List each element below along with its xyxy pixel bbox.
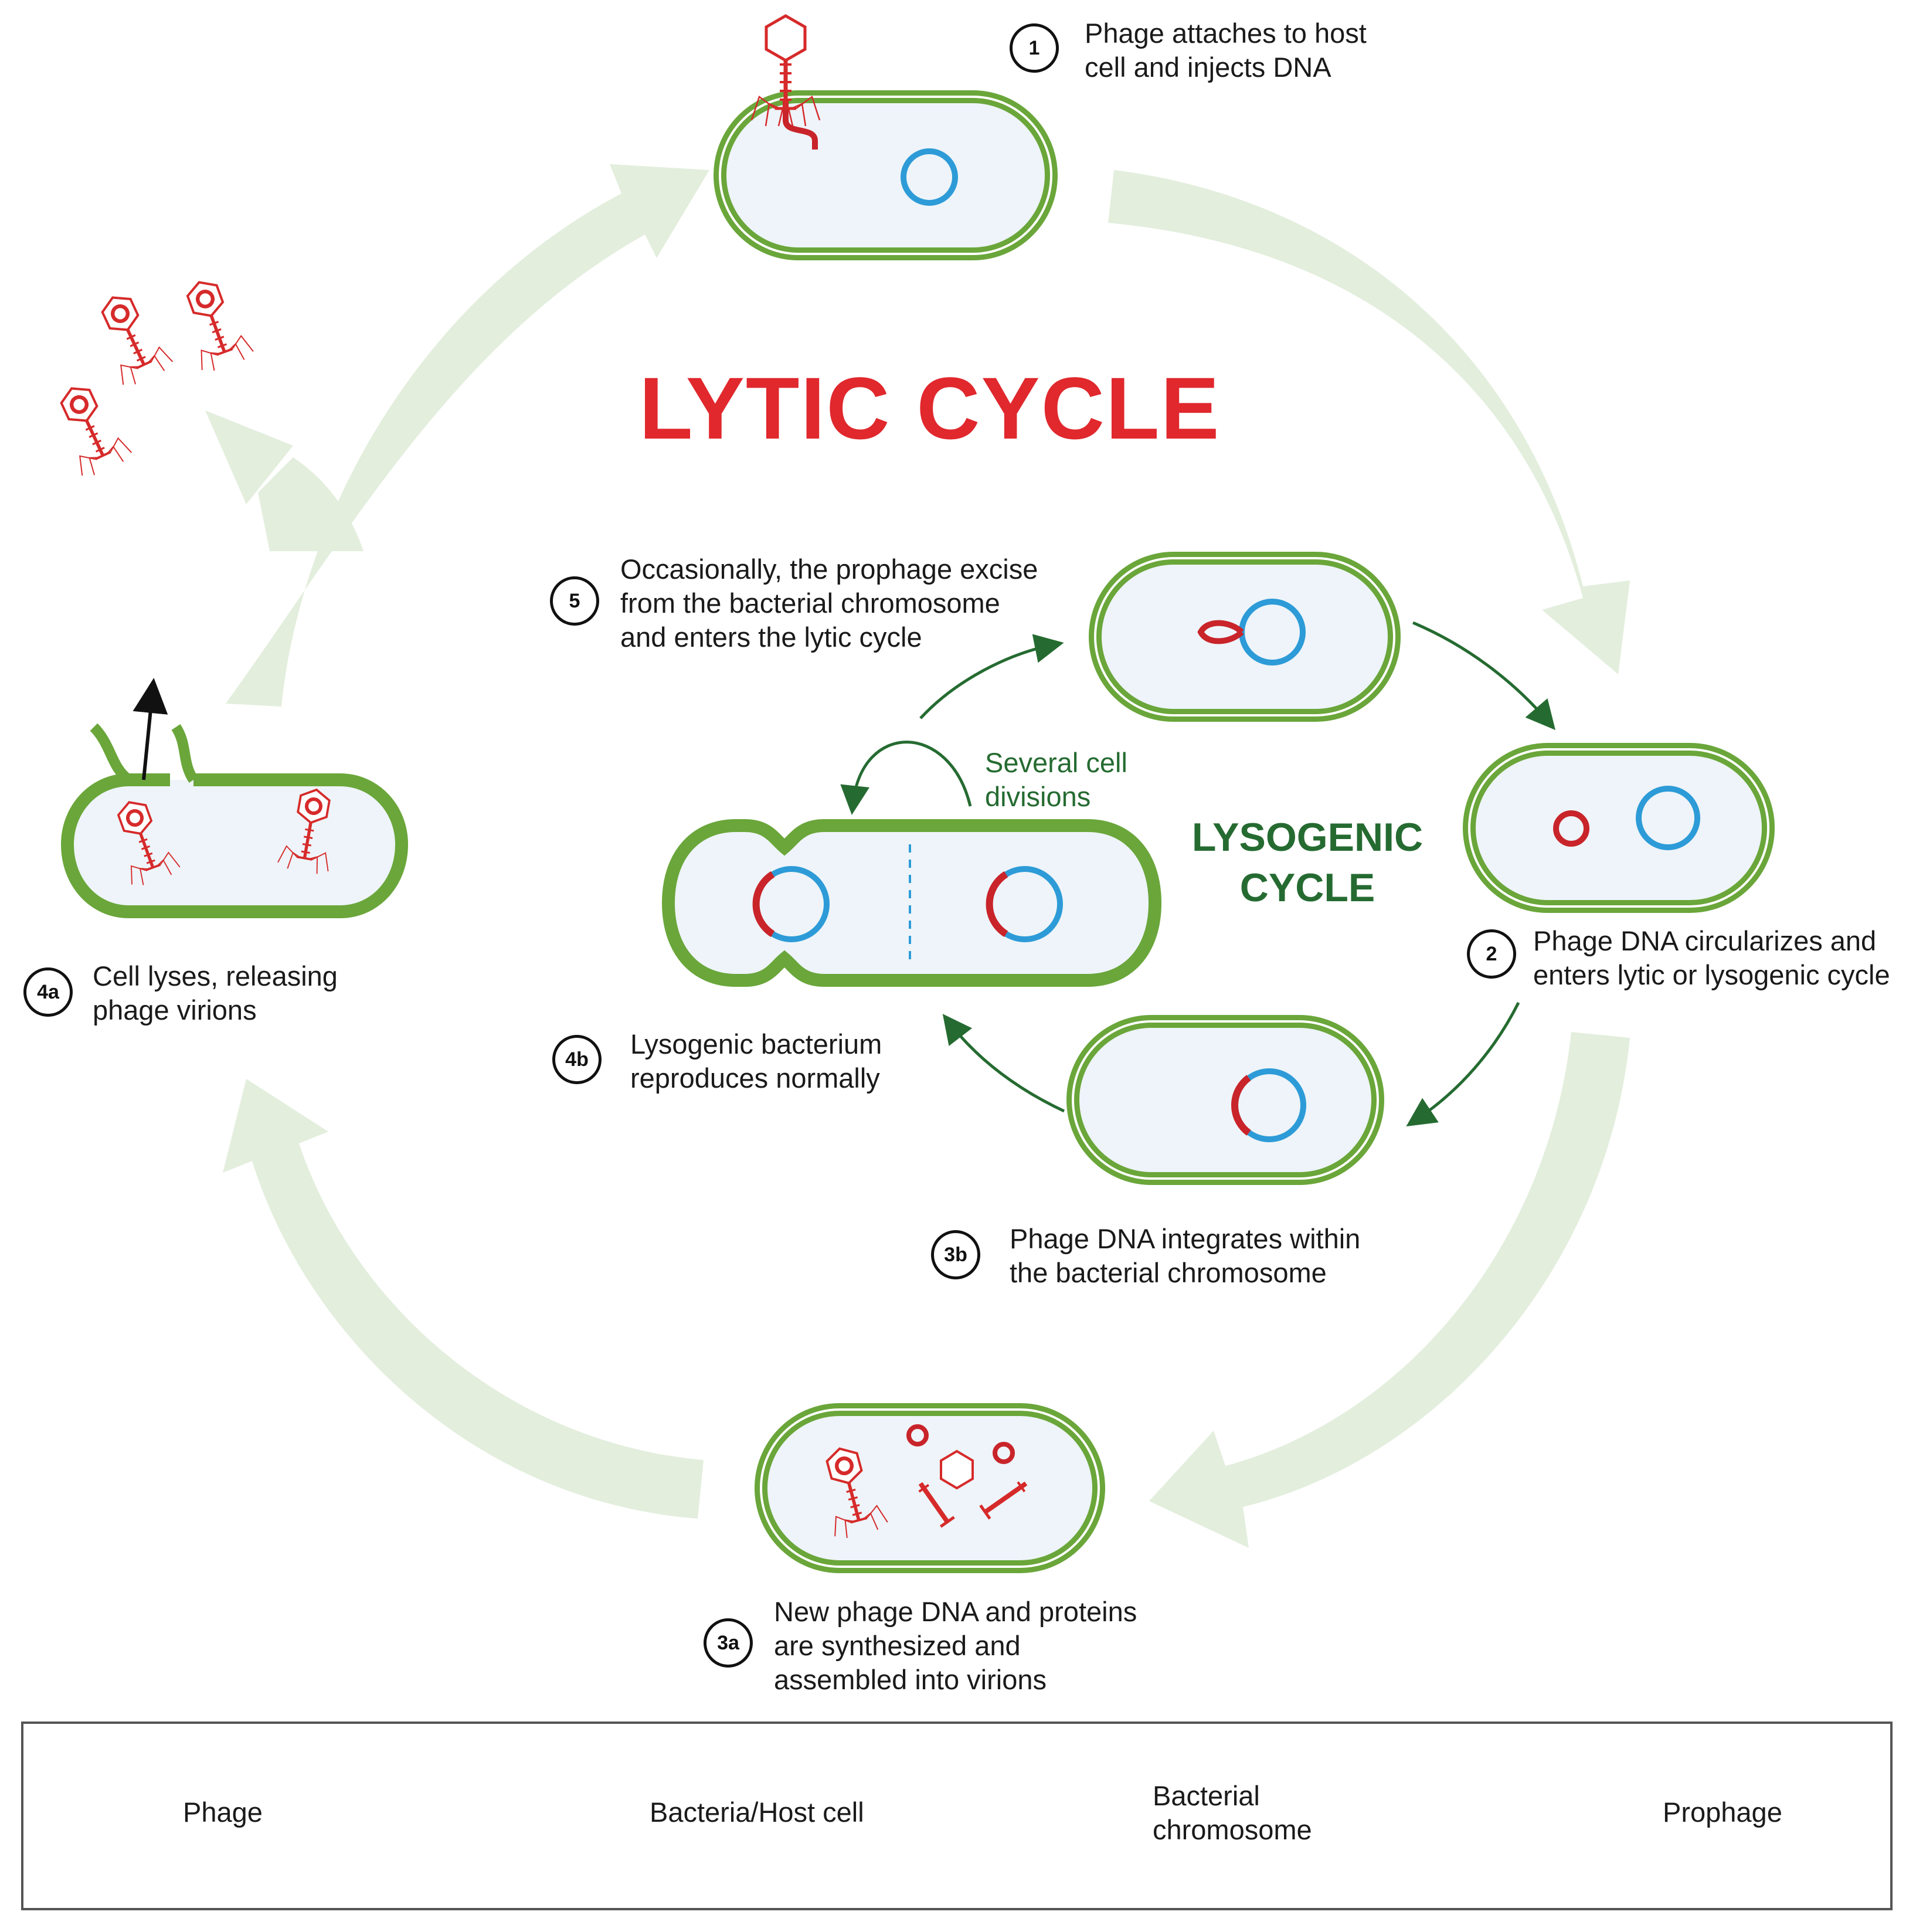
circularized-phage-dna <box>1553 810 1589 847</box>
arrow-1-to-2 <box>1108 170 1630 674</box>
step-1-label: Phage attaches to host cell and injects … <box>1085 16 1367 84</box>
cell-divisions-line: Several cell <box>985 747 1127 778</box>
lysogenic-arrows <box>840 621 1556 1127</box>
cell-step-4b <box>661 819 1162 987</box>
arrow-3a-to-4a <box>223 1079 704 1519</box>
step-4a-label: Cell lyses, releasing phage virions <box>93 959 338 1027</box>
lytic-cycle-arrows <box>205 164 1630 1548</box>
step-3b-badge: 3b <box>931 1230 980 1279</box>
cell-step-4a <box>60 678 409 918</box>
legend-chromosome-line: chromosome <box>1153 1814 1312 1845</box>
step-4b-line: reproduces normally <box>630 1062 880 1094</box>
free-phage-icon <box>88 286 175 389</box>
bacterial-chromosome <box>901 148 958 206</box>
arrow-5-to-2 <box>1412 621 1556 731</box>
step-3a-line: New phage DNA and proteins <box>774 1596 1137 1627</box>
step-2-badge: 2 <box>1467 929 1516 979</box>
cell-step-3b <box>1066 1015 1384 1185</box>
legend-host-label: Bacteria/Host cell <box>650 1797 864 1828</box>
lysogenic-title-line: CYCLE <box>1239 865 1375 910</box>
step-5-label: Occasionally, the prophage excise from t… <box>620 552 1038 654</box>
arrow-3b-to-4b <box>942 1014 1065 1113</box>
legend-chromosome-line: Bacterial <box>1153 1780 1260 1811</box>
arrow-4b-to-5 <box>919 634 1064 719</box>
step-4a-line: phage virions <box>93 994 257 1026</box>
legend-chromosome-label: Bacterial chromosome <box>1153 1779 1312 1847</box>
integrated-prophage <box>1231 1075 1251 1136</box>
step-4b-badge: 4b <box>552 1035 602 1084</box>
injected-phage-dna <box>783 99 818 150</box>
step-4a-line: Cell lyses, releasing <box>93 960 338 992</box>
step-3b-line: Phage DNA integrates within <box>1010 1223 1361 1254</box>
free-phage-icon <box>47 377 134 480</box>
integrated-prophage <box>752 871 775 938</box>
arrow-release-head <box>205 410 293 504</box>
arrow-cell-divisions <box>840 741 972 815</box>
excising-prophage <box>1197 620 1244 644</box>
step-2-line: enters lytic or lysogenic cycle <box>1533 959 1890 990</box>
step-2-line: Phage DNA circularizes and <box>1533 925 1877 956</box>
step-5-line: and enters the lytic cycle <box>620 622 922 653</box>
step-3b-label: Phage DNA integrates within the bacteria… <box>1010 1222 1360 1290</box>
step-3a-line: assembled into virions <box>774 1664 1047 1695</box>
step-4a-badge: 4a <box>23 967 73 1017</box>
legend <box>21 1722 1893 1910</box>
step-3b-line: the bacterial chromosome <box>1010 1257 1327 1288</box>
cell-step-2 <box>1463 743 1775 913</box>
arrow-release <box>258 457 364 551</box>
step-1-badge: 1 <box>1010 23 1059 73</box>
step-4b-line: Lysogenic bacterium <box>630 1028 882 1060</box>
lytic-cycle-title: LYTIC CYCLE <box>639 359 1221 457</box>
phage-tail-part <box>918 1482 955 1528</box>
step-5-badge: 5 <box>550 576 599 626</box>
step-3a-badge: 3a <box>704 1618 753 1668</box>
step-3a-label: New phage DNA and proteins are synthesiz… <box>774 1595 1137 1697</box>
phage-tail-part <box>979 1481 1028 1520</box>
arrow-2-to-3b <box>1406 1001 1520 1127</box>
arrow-4a-to-1 <box>226 164 709 707</box>
step-5-line: from the bacterial chromosome <box>620 588 1000 619</box>
legend-prophage-label: Prophage <box>1663 1797 1782 1828</box>
bacterial-chromosome <box>1636 786 1700 850</box>
lysogenic-cycle-title: LYSOGENIC CYCLE <box>1184 812 1431 913</box>
release-arrow <box>133 678 168 780</box>
step-5-line: Occasionally, the prophage excise <box>620 554 1038 585</box>
lysogenic-title-line: LYSOGENIC <box>1191 815 1424 860</box>
cell-divisions-label: Several cell divisions <box>985 746 1127 814</box>
cell-step-3a <box>755 1403 1105 1573</box>
cell-step-1 <box>714 16 1058 260</box>
free-phage-icon <box>174 273 255 375</box>
step-2-label: Phage DNA circularizes and enters lytic … <box>1533 924 1890 992</box>
step-1-line: cell and injects DNA <box>1085 52 1331 83</box>
step-3a-line: are synthesized and <box>774 1630 1021 1661</box>
integrated-prophage <box>986 871 1008 938</box>
cell-step-5 <box>1089 552 1401 722</box>
legend-phage-label: Phage <box>183 1797 263 1828</box>
step-1-line: Phage attaches to host <box>1085 18 1367 49</box>
arrow-2-to-3a <box>1149 1032 1630 1548</box>
step-4b-label: Lysogenic bacterium reproduces normally <box>630 1027 882 1095</box>
cell-divisions-line: divisions <box>985 781 1091 812</box>
